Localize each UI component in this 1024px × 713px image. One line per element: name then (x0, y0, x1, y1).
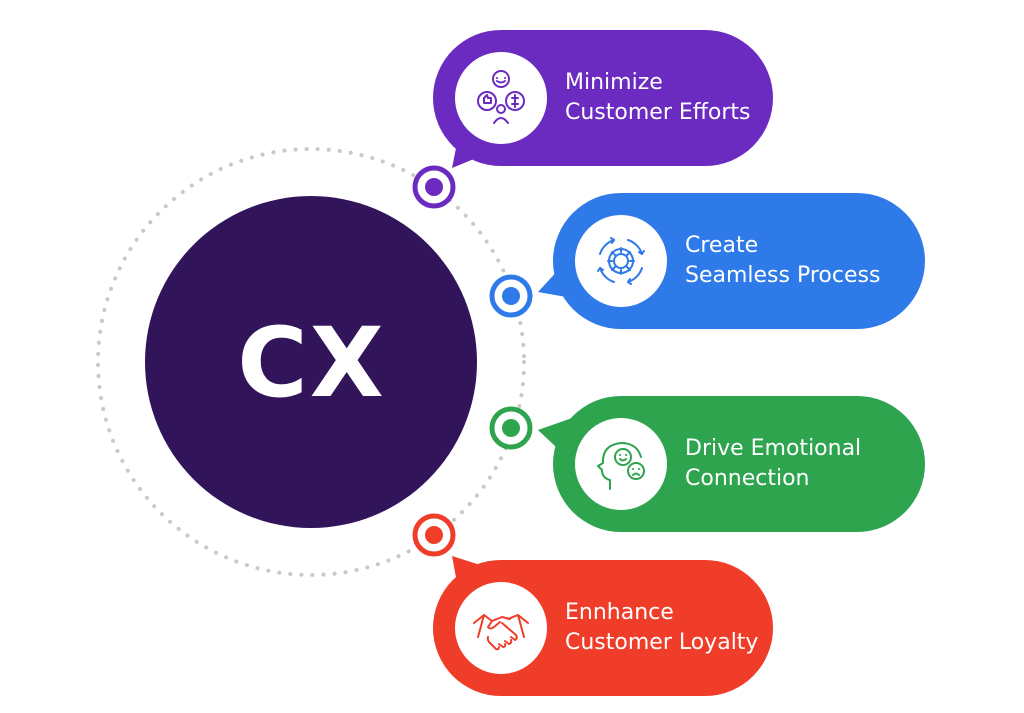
cx-title: CX (237, 306, 386, 419)
emotion-head-icon (597, 442, 645, 490)
item-label: Minimize Customer Efforts (565, 70, 751, 125)
item-label: Ennhance Customer Loyalty (565, 600, 759, 655)
item-label: Drive Emotional Connection (685, 436, 862, 491)
item-seamless-process: Create Seamless Process (553, 193, 925, 329)
gear-cycle-icon (597, 237, 645, 285)
item-minimize-efforts: Minimize Customer Efforts (433, 30, 773, 166)
dotted-orbit (96, 147, 526, 577)
icon-badge (575, 418, 667, 510)
connector-dot-3 (489, 406, 533, 450)
customer-effort-icon (477, 70, 525, 124)
connector-dot-2 (489, 274, 533, 318)
icon-badge (575, 215, 667, 307)
cx-center-circle (145, 196, 477, 528)
connector-dot-4 (412, 513, 456, 557)
item-customer-loyalty: Ennhance Customer Loyalty (433, 560, 773, 696)
icon-badge (455, 582, 547, 674)
connector-dot-1 (412, 165, 456, 209)
item-emotional-connection: Drive Emotional Connection (553, 396, 925, 532)
handshake-icon (473, 614, 529, 651)
icon-badge (455, 52, 547, 144)
item-label: Create Seamless Process (685, 233, 881, 288)
